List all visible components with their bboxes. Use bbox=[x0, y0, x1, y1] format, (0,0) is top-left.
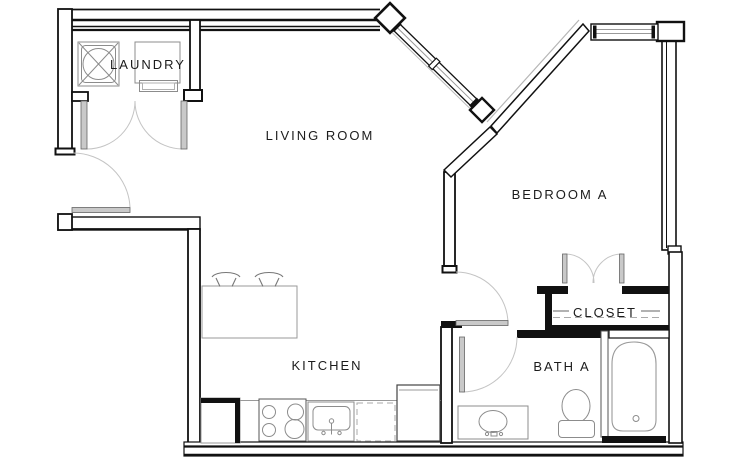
bath-top-wall bbox=[517, 330, 610, 338]
tub-alcove-top bbox=[608, 329, 670, 339]
kitchen-island bbox=[201, 285, 298, 339]
entry-door bbox=[71, 152, 131, 213]
bedroom-west-cap bbox=[441, 265, 458, 274]
room-label-living-room: LIVING ROOM bbox=[266, 128, 375, 143]
laundry-east-cap bbox=[183, 89, 203, 102]
washer-icon bbox=[77, 41, 120, 87]
room-label-laundry: LAUNDRY bbox=[110, 57, 186, 72]
west-wall-upper bbox=[57, 8, 73, 155]
bedroom-west-wall bbox=[443, 171, 456, 268]
closet-rod bbox=[553, 302, 660, 318]
north-wall bbox=[58, 8, 380, 32]
corner-post-mid bbox=[468, 96, 496, 124]
interior-walls-layer bbox=[441, 286, 670, 339]
ne-corner-block bbox=[655, 20, 686, 43]
dryer-icon bbox=[134, 41, 181, 92]
bar-stool-icon bbox=[211, 271, 241, 287]
walls-layer bbox=[54, 8, 686, 457]
windows-layer bbox=[373, 1, 659, 124]
bathtub-icon bbox=[600, 330, 666, 443]
east-wall-upper bbox=[661, 39, 677, 251]
closet-left-jamb bbox=[537, 286, 568, 294]
pantry bbox=[200, 397, 241, 444]
bath-door-jamb bbox=[441, 321, 462, 328]
step-wall bbox=[57, 216, 201, 231]
fixtures-layer bbox=[77, 41, 666, 444]
toilet-icon bbox=[558, 389, 595, 438]
corner-post-top bbox=[373, 1, 407, 35]
laundry-double-door bbox=[80, 100, 188, 150]
east-wall-lower bbox=[668, 251, 683, 444]
room-label-bedroom-a: BEDROOM A bbox=[512, 187, 609, 202]
closet-right-jamb bbox=[622, 286, 669, 294]
bath-door bbox=[459, 336, 518, 393]
closet-left-wall bbox=[545, 286, 552, 331]
vanity-sink-icon bbox=[457, 405, 529, 440]
bedroom-diagonal-upper bbox=[490, 22, 590, 135]
dishwasher-icon bbox=[356, 402, 396, 442]
room-label-kitchen: KITCHEN bbox=[291, 358, 362, 373]
kitchen-bath-wall bbox=[440, 326, 453, 444]
doors-layer bbox=[71, 100, 625, 393]
room-label-bath-a: BATH A bbox=[533, 359, 590, 374]
closet-bottom-wall bbox=[545, 325, 669, 331]
closet-double-door bbox=[562, 253, 625, 284]
entry-jamb-block bbox=[57, 213, 73, 231]
labels-layer: LAUNDRY LIVING ROOM BEDROOM A KITCHEN CL… bbox=[110, 57, 637, 374]
laundry-west-jamb bbox=[71, 91, 89, 102]
top-window bbox=[590, 23, 659, 41]
bedroom-door bbox=[455, 271, 509, 326]
diagonal-window bbox=[390, 21, 480, 109]
bedroom-diagonal-lower bbox=[442, 125, 499, 179]
range-icon bbox=[258, 398, 307, 442]
laundry-east-wall bbox=[189, 19, 201, 91]
room-label-closet: CLOSET bbox=[573, 305, 637, 320]
kitchen-west-wall bbox=[187, 228, 201, 444]
kitchen-sink-icon bbox=[307, 401, 355, 442]
bar-stool-icon bbox=[254, 271, 284, 287]
west-wall-cap bbox=[54, 147, 76, 156]
refrigerator-icon bbox=[396, 384, 441, 442]
